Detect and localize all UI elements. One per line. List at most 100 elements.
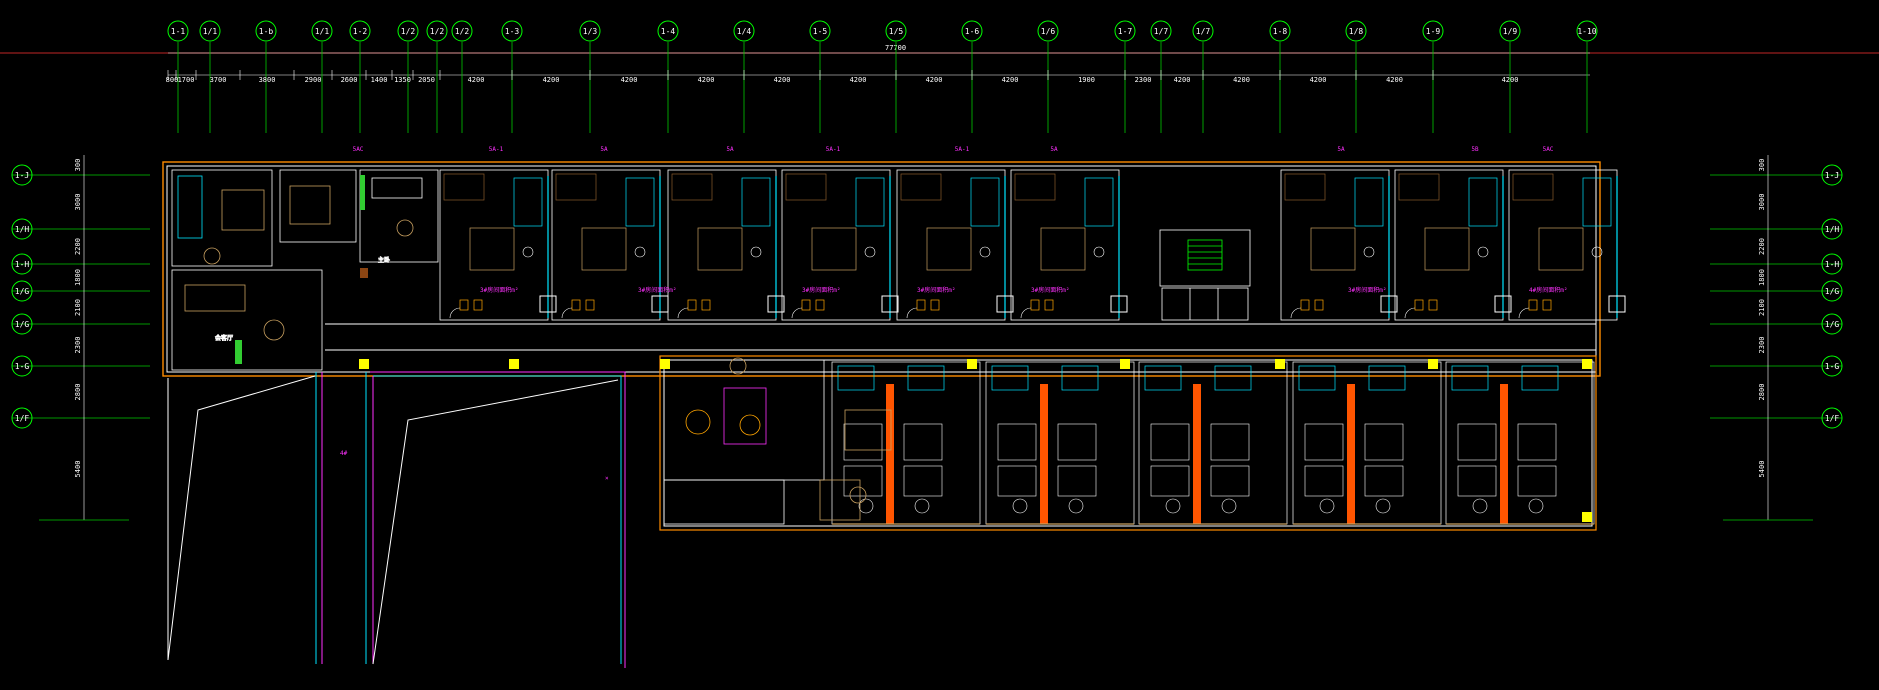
left-axis-label: 1-J: [15, 171, 29, 180]
chair: [687, 299, 697, 311]
toilet: [1591, 246, 1603, 258]
top-axis-bubble: [199, 20, 221, 42]
guest-room: [439, 169, 549, 321]
right-dimension-label: 3000: [1758, 194, 1766, 211]
bed: [1457, 423, 1497, 461]
room-area-label: 3#房间面积m²: [917, 286, 955, 294]
lower-wing-units: [831, 361, 1595, 525]
chair: [1314, 299, 1324, 311]
guest-room: [1010, 169, 1120, 321]
shaft: [1110, 295, 1128, 313]
column-marker: [1582, 359, 1592, 369]
bathroom: [1468, 177, 1498, 227]
sofa: [443, 173, 485, 201]
segment-dimension-label: 4200: [1386, 76, 1403, 84]
sofa: [1398, 173, 1440, 201]
bed: [1424, 227, 1470, 271]
top-axis-bubble: [1114, 20, 1136, 42]
right-axis-label: 1/F: [1825, 414, 1840, 423]
chair: [930, 299, 940, 311]
left-dimension-label: 2100: [74, 299, 82, 316]
left-axis-label: 1/G: [15, 287, 30, 296]
left-dimension-label: 2800: [74, 384, 82, 401]
door-swing: [1518, 307, 1530, 319]
bed: [1040, 227, 1086, 271]
bathroom: [837, 365, 875, 391]
top-axis-bubble: [255, 20, 277, 42]
door-swing: [791, 307, 803, 319]
top-axis-bubble: [1499, 20, 1521, 42]
room-area-label: 4#房间面积m²: [1529, 286, 1567, 294]
top-axis-label: 1/1: [203, 27, 218, 36]
desk: [1150, 465, 1190, 497]
top-axis-bubble: [1037, 20, 1059, 42]
column-marker: [967, 359, 977, 369]
bathroom: [741, 177, 771, 227]
chair: [815, 299, 825, 311]
column-marker: [1582, 512, 1592, 522]
segment-dimension-label: 4200: [698, 76, 715, 84]
top-axis-label: 1-7: [1118, 27, 1133, 36]
chair: [1528, 299, 1538, 311]
segment-dimension-label: 4200: [1502, 76, 1519, 84]
lower-unit: [1445, 361, 1595, 525]
top-axis-bubble: [657, 20, 679, 42]
chair: [459, 299, 469, 311]
chair: [1044, 299, 1054, 311]
bed: [926, 227, 972, 271]
top-axis-bubble: [311, 20, 333, 42]
chair: [1414, 299, 1424, 311]
left-dimension-label: 5400: [74, 461, 82, 478]
right-axis-bubble: [1821, 313, 1843, 335]
top-axis-label: 1/6: [1041, 27, 1056, 36]
segment-dimension-label: 2300: [1135, 76, 1152, 84]
desk: [1304, 465, 1344, 497]
right-dimension-label: 5400: [1758, 461, 1766, 478]
top-axis-bubble: [885, 20, 907, 42]
room-tag: 5A: [1337, 146, 1345, 153]
guest-room: [1280, 169, 1390, 321]
sofa: [1512, 173, 1554, 201]
top-axis-label: 1/1: [315, 27, 330, 36]
top-axis-bubble: [426, 20, 448, 42]
right-axis-label: 1/G: [1825, 287, 1840, 296]
top-axis-bubble: [1422, 20, 1444, 42]
right-axis-label: 1-H: [1825, 260, 1840, 269]
bed: [811, 227, 857, 271]
bathroom: [1214, 365, 1252, 391]
chair: [1472, 498, 1488, 514]
bed: [1310, 227, 1356, 271]
room-area-label: 3#房间面积m²: [802, 286, 840, 294]
door-swing: [1290, 307, 1302, 319]
chair: [473, 299, 483, 311]
column-marker: [660, 359, 670, 369]
sofa: [1014, 173, 1056, 201]
left-axis-bubble: [11, 407, 33, 429]
left-axis-grid: 1-J1/H1-H1/G1/G1-G1/F3003000220018002100…: [11, 155, 150, 521]
lower-wing-inner-outline: [663, 359, 1593, 527]
left-axis-bubble: [11, 164, 33, 186]
bed: [1538, 227, 1584, 271]
shaft: [881, 295, 899, 313]
left-axis-bubble: [11, 313, 33, 335]
segment-dimension-label: 4200: [468, 76, 485, 84]
left-axis-label: 1-H: [15, 260, 30, 269]
bed: [469, 227, 515, 271]
door-swing: [677, 307, 689, 319]
desk: [903, 465, 943, 497]
desk: [1057, 465, 1097, 497]
svg-text:主卧: 主卧: [378, 256, 390, 264]
segment-dimension-label: 4200: [1002, 76, 1019, 84]
room-tag: 5AC: [353, 146, 364, 153]
left-dimension-label: 3000: [74, 194, 82, 211]
left-dimension-label: 2200: [74, 238, 82, 255]
left-axis-bubble: [11, 355, 33, 377]
courtyard-outlines: 4# ×: [167, 371, 626, 668]
svg-text:会客厅: 会客厅: [215, 334, 233, 342]
desk: [1457, 465, 1497, 497]
bed: [903, 423, 943, 461]
desk: [997, 465, 1037, 497]
top-axis-label: 1/2: [455, 27, 470, 36]
left-suite: 会客厅 主卧: [171, 169, 439, 371]
